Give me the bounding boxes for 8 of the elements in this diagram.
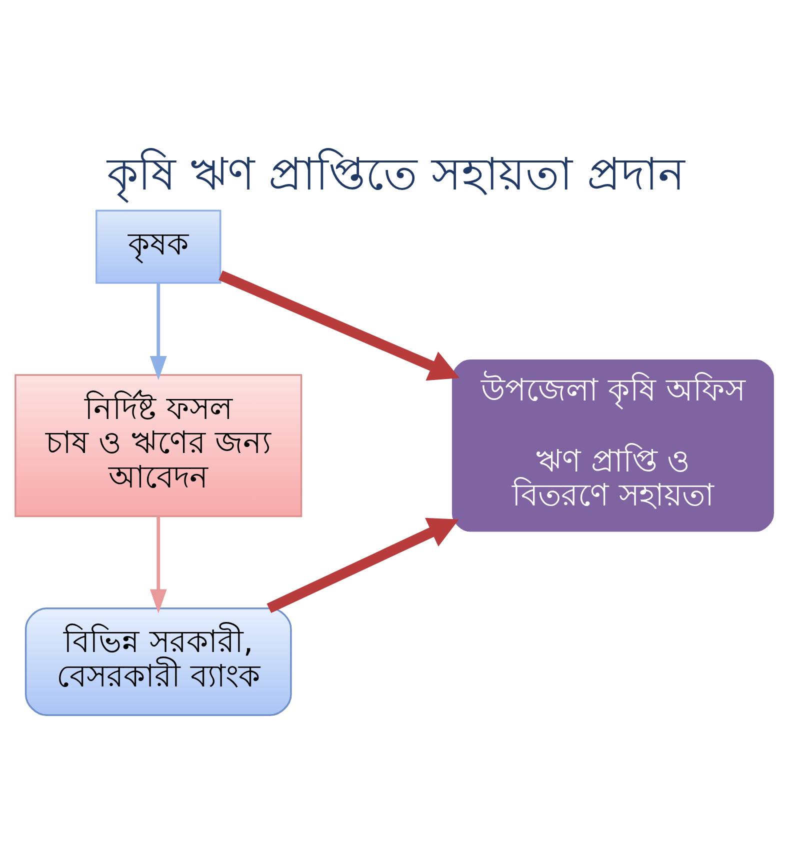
node-box: নির্দিষ্ট ফসল চাষ ও ঋণের জন্য আবেদন — [14, 374, 302, 518]
node-box: বিভিন্ন সরকারী, বেসরকারী ব্যাংক — [24, 608, 292, 716]
node-box: কৃষক — [96, 210, 222, 284]
diagram-title: কৃষি ঋণ প্রাপ্তিতে সহায়তা প্রদান — [107, 148, 685, 201]
arrow — [218, 270, 460, 381]
arrow — [266, 518, 459, 613]
arrow — [150, 282, 167, 380]
arrow — [150, 516, 167, 614]
